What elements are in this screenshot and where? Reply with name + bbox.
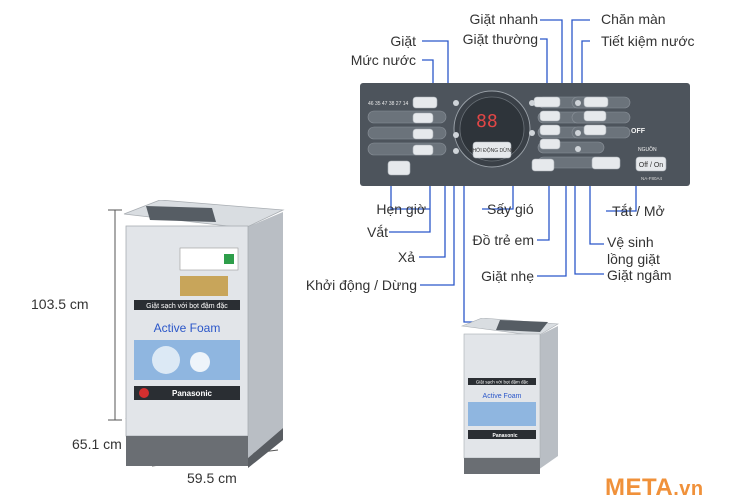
label-tiet-kiem-nuoc: Tiết kiệm nước	[601, 33, 695, 49]
line-giat-nhanh	[540, 19, 563, 96]
dimension-height: 103.5 cm	[31, 296, 89, 312]
logo-suffix: .vn	[673, 478, 704, 500]
label-giat-thuong: Giặt thường	[462, 31, 538, 47]
label-tat-mo: Tắt / Mở	[612, 203, 665, 219]
brand-large: Panasonic	[172, 389, 213, 398]
label-khoi-dong-dung: Khởi động / Dừng	[305, 277, 417, 293]
label-giat: Giặt	[390, 33, 416, 49]
econavi-text: OFF	[631, 128, 646, 135]
power-label: NGUỒN	[638, 146, 657, 153]
label-hen-gio: Hẹn giờ	[376, 201, 426, 217]
label-giat-ngam: Giặt ngâm	[607, 267, 672, 283]
feature-small: Active Foam	[483, 393, 522, 400]
water-level-scale: 46 35 47 38 27 14	[368, 101, 409, 107]
label-xa: Xả	[397, 249, 415, 265]
label-giat-nhe: Giặt nhẹ	[481, 268, 534, 284]
label-long-giat: lồng giặt	[607, 251, 660, 267]
line-tiet-kiem	[581, 40, 590, 96]
control-panel-graphic: 46 35 47 38 27 14	[367, 90, 667, 181]
control-panel: 46 35 47 38 27 14	[360, 83, 690, 186]
banner-small: Giặt sạch với bọt đậm đặc	[476, 380, 529, 385]
banner-large: Giặt sạch với bọt đậm đặc	[146, 303, 228, 310]
power-button-text: Off / On	[639, 162, 663, 169]
label-chan-man: Chăn màn	[601, 11, 666, 27]
display-digits: 88	[476, 111, 498, 132]
dimension-width: 59.5 cm	[187, 470, 237, 486]
feature-large: Active Foam	[154, 321, 221, 335]
dimension-depth: 65.1 cm	[72, 436, 122, 452]
label-muc-nuoc: Mức nước	[350, 52, 416, 68]
label-say-gio: Sấy gió	[487, 201, 534, 217]
logo-main: META	[605, 474, 674, 501]
washing-machine-large: Giặt sạch với bọt đậm đặc Active Foam Pa…	[123, 200, 285, 468]
label-giat-nhanh: Giặt nhanh	[469, 11, 539, 27]
washing-machine-small: Giặt sạch với bọt đậm đặc Active Foam Pa…	[460, 318, 559, 474]
label-vat: Vắt	[366, 224, 388, 240]
label-ve-sinh: Vệ sinh	[607, 234, 654, 250]
line-khoi-dong	[420, 151, 455, 286]
line-giat-thuong	[540, 38, 548, 96]
line-chan-man	[571, 19, 590, 96]
line-giat-ngam	[574, 150, 604, 275]
line-hen-gio	[390, 176, 430, 210]
label-do-tre-em: Đồ trẻ em	[472, 232, 534, 248]
model-text: NA-F80A4	[641, 176, 663, 181]
line-giat	[422, 40, 449, 98]
brand-small: Panasonic	[492, 433, 517, 439]
dim-height-line	[108, 209, 122, 421]
start-button-text: KHỞI ĐỘNG DỪNG	[469, 147, 515, 154]
meta-logo: META.vn	[605, 474, 704, 502]
